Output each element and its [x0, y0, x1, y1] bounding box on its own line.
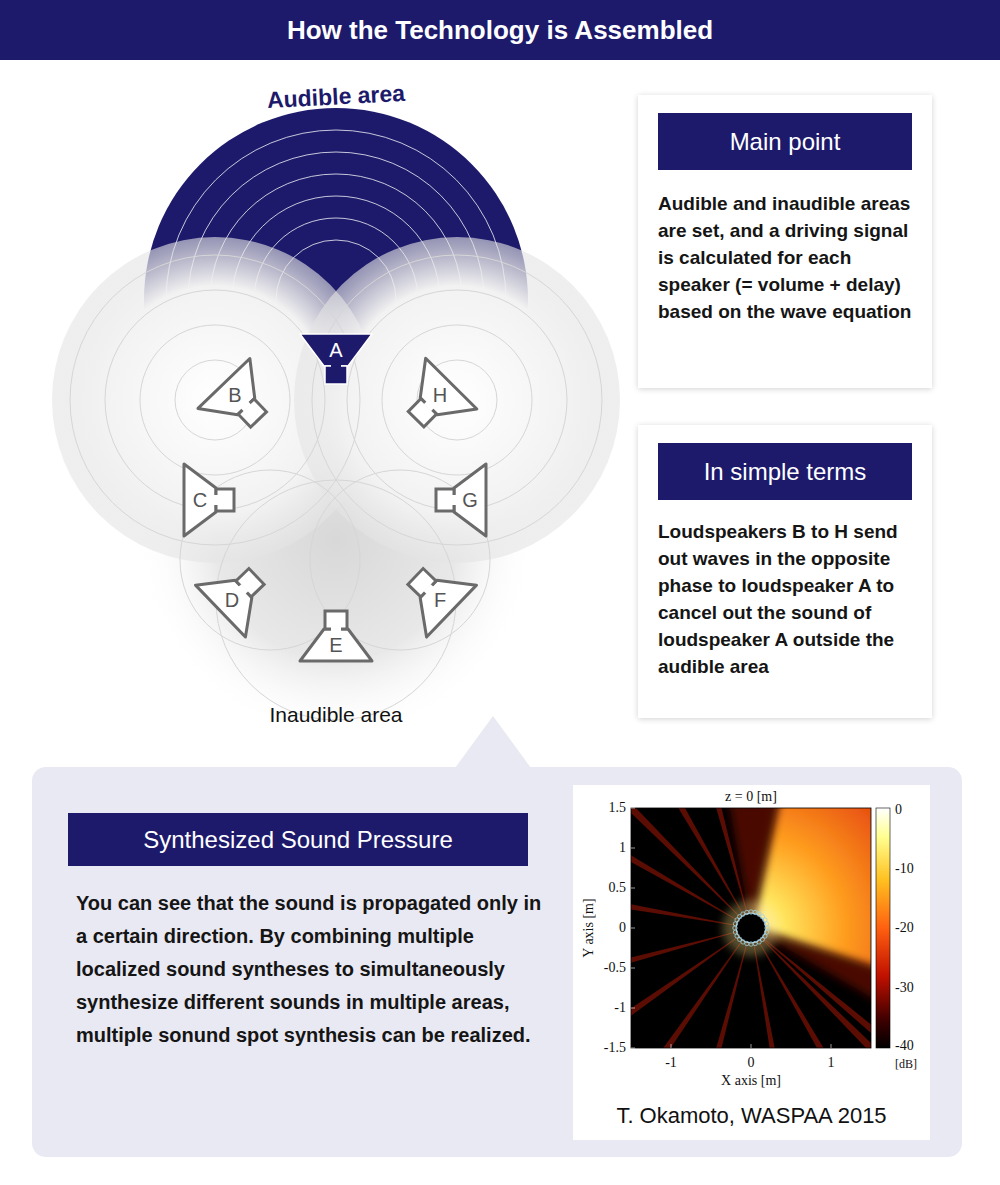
colorbar: [876, 808, 890, 1048]
chart-card: T. Okamoto, WASPAA 2015: [573, 785, 930, 1140]
array-element: [749, 942, 753, 946]
speaker-letter: D: [187, 555, 277, 645]
speaker: A: [291, 305, 381, 395]
chart-credit: T. Okamoto, WASPAA 2015: [573, 1103, 930, 1129]
speaker-magnet: [436, 489, 454, 511]
tick: [631, 928, 635, 929]
card-heading: Main point: [658, 113, 912, 170]
title-banner: How the Technology is Assembled: [0, 0, 1000, 60]
speaker-magnet: [236, 568, 264, 596]
array-element: [745, 910, 749, 914]
speaker: C: [155, 455, 245, 545]
speaker-letter: H: [395, 350, 485, 440]
tick: [631, 808, 635, 809]
tick: [631, 1008, 635, 1009]
speaker-neck: [331, 362, 341, 368]
tick: [631, 848, 635, 849]
speaker-magnet: [408, 399, 436, 427]
speaker-magnet: [325, 611, 347, 629]
speaker-body: [436, 464, 486, 536]
speaker-letter: E: [291, 600, 381, 690]
speaker-magnet: [216, 489, 234, 511]
array-element: [749, 910, 753, 914]
sound-pressure-map: [573, 785, 930, 1140]
array-element: [765, 926, 769, 930]
cancel-rings: [70, 255, 602, 720]
speaker-body: [184, 464, 234, 536]
speaker-letter: B: [190, 350, 280, 440]
tick: [631, 888, 635, 889]
explanation-panel: Synthesized Sound PressureYou can see th…: [32, 767, 962, 1157]
area-label: Audible area: [266, 80, 405, 114]
speaker: E: [291, 600, 381, 690]
speaker-letter: C: [155, 455, 245, 545]
speaker: D: [187, 555, 277, 645]
speaker-letter: A: [291, 305, 381, 395]
speaker-letter: F: [395, 555, 485, 645]
speaker-magnet: [325, 366, 347, 384]
area-label: Inaudible area: [269, 703, 402, 727]
speaker-array: [736, 913, 766, 943]
speaker: F: [395, 555, 485, 645]
title-text: How the Technology is Assembled: [287, 15, 713, 46]
tick: [671, 1044, 672, 1048]
card-body: Audible and inaudible areas are set, and…: [658, 190, 912, 325]
speaker: B: [190, 350, 280, 440]
info-card: In simple termsLoudspeakers B to H send …: [638, 425, 932, 718]
array-element: [753, 941, 757, 945]
panel-body: You can see that the sound is propagated…: [76, 887, 546, 1052]
speaker-neck: [331, 627, 341, 633]
tick: [751, 1044, 752, 1048]
speaker: H: [395, 350, 485, 440]
speaker-letter: G: [425, 455, 515, 545]
speaker: G: [425, 455, 515, 545]
cancel-field: [294, 237, 620, 563]
panel-heading: Synthesized Sound Pressure: [68, 813, 528, 866]
plot-frame: [631, 808, 871, 1048]
near-field: [723, 900, 779, 956]
card-heading: In simple terms: [658, 443, 912, 500]
tick: [631, 1048, 635, 1049]
card-body: Loudspeakers B to H send out waves in th…: [658, 518, 912, 680]
array-element: [733, 926, 737, 930]
speaker-neck: [452, 495, 458, 505]
array-element: [733, 930, 737, 934]
callout-pointer: [455, 716, 531, 768]
tick: [631, 968, 635, 969]
speaker-magnet: [408, 568, 436, 596]
info-card: Main pointAudible and inaudible areas ar…: [638, 95, 932, 388]
speaker-neck: [424, 584, 435, 595]
plot-content: [631, 808, 871, 1048]
speaker-neck: [212, 495, 218, 505]
speaker-magnet: [238, 399, 266, 427]
array-element: [764, 922, 768, 926]
tick: [831, 1044, 832, 1048]
